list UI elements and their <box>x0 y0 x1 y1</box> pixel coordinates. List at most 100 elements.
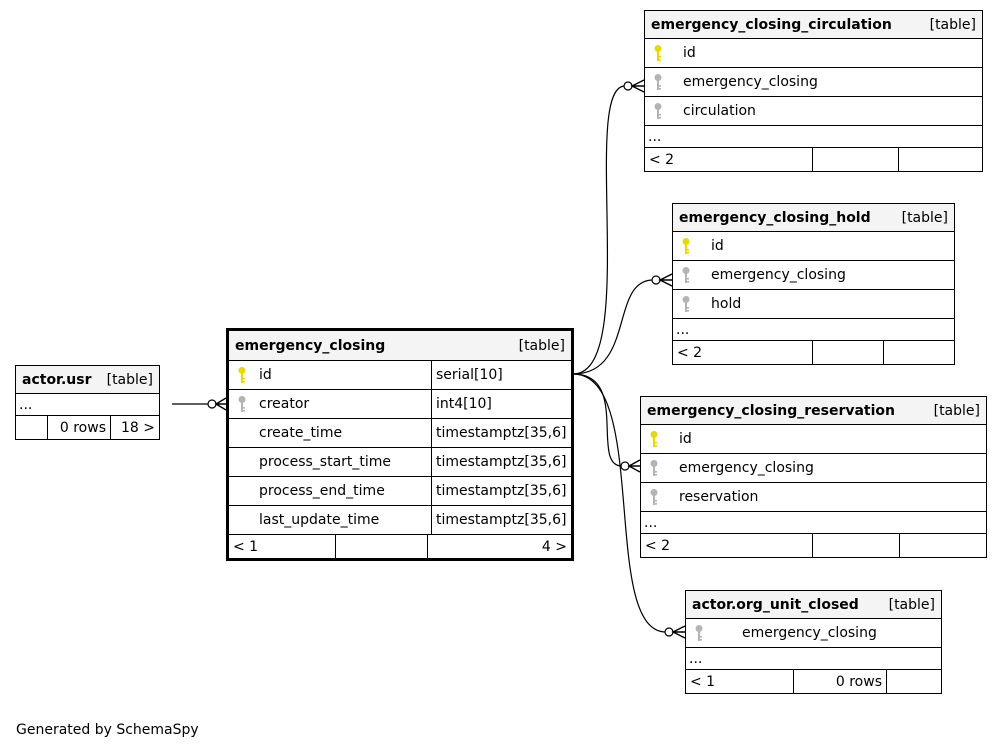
column-name: reservation <box>679 489 759 505</box>
column-name: id <box>711 238 724 254</box>
primary-key-icon <box>229 366 255 384</box>
footer-parents: < 2 <box>649 151 675 168</box>
crowfoot-marker <box>630 79 645 93</box>
column-row[interactable]: id <box>641 425 986 454</box>
table-kind: [table] <box>106 371 153 388</box>
more-columns: ... <box>645 126 982 148</box>
footer-row-count <box>335 535 427 558</box>
footer-row-count <box>812 148 898 171</box>
table-emergency-closing-circulation[interactable]: emergency_closing_circulation [table] id… <box>644 10 983 172</box>
table-kind: [table] <box>929 16 976 33</box>
foreign-key-icon <box>686 624 712 642</box>
column-name: emergency_closing <box>742 625 877 641</box>
table-header: actor.org_unit_closed [table] <box>686 591 941 619</box>
footer-parents: < 2 <box>677 344 703 361</box>
primary-key-icon <box>641 430 667 448</box>
table-header: emergency_closing_circulation [table] <box>645 11 982 39</box>
more-columns: ... <box>686 648 941 670</box>
footer-parents: < 1 <box>690 673 716 690</box>
footer-row-count <box>812 341 883 364</box>
table-footer: < 1 4 > <box>229 535 571 558</box>
column-row[interactable]: reservation <box>641 483 986 512</box>
column-name: emergency_closing <box>711 267 846 283</box>
edge-to-hold <box>572 279 654 375</box>
column-row[interactable]: emergency_closing <box>673 261 954 290</box>
table-emergency-closing-hold[interactable]: emergency_closing_hold [table] id emergen… <box>672 203 955 365</box>
table-header: emergency_closing [table] <box>229 331 571 361</box>
column-row[interactable]: emergency_closing <box>686 619 941 648</box>
crowfoot-marker <box>214 397 227 411</box>
more-columns: ... <box>673 319 954 341</box>
footer-parents <box>16 416 47 439</box>
column-row[interactable]: emergency_closing <box>641 454 986 483</box>
crowfoot-marker <box>671 625 686 639</box>
column-row[interactable]: emergency_closing <box>645 68 982 97</box>
foreign-key-icon <box>641 459 667 477</box>
table-header: actor.usr [table] <box>16 366 159 394</box>
column-type: serial[10] <box>436 367 503 383</box>
primary-key-icon <box>645 44 671 62</box>
column-name: id <box>255 361 432 389</box>
column-name: hold <box>711 296 742 312</box>
more-columns: ... <box>16 394 159 416</box>
table-footer: < 2 <box>645 148 982 171</box>
edge-to-org-unit-closed <box>572 373 667 633</box>
table-name: emergency_closing <box>235 337 386 354</box>
foreign-key-icon <box>673 295 699 313</box>
footer-row-count: 0 rows <box>47 416 110 439</box>
table-emergency-closing-reservation[interactable]: emergency_closing_reservation [table] id… <box>640 396 987 558</box>
column-name: id <box>679 431 692 447</box>
foreign-key-icon <box>229 395 255 413</box>
footer-children <box>899 534 986 557</box>
column-name: process_end_time <box>255 477 432 505</box>
table-footer: < 2 <box>641 534 986 557</box>
table-kind: [table] <box>933 402 980 419</box>
table-actor-usr[interactable]: actor.usr [table] ... 0 rows 18 > <box>15 365 160 440</box>
column-name: creator <box>255 390 432 418</box>
footer-children <box>898 148 982 171</box>
table-footer: < 1 0 rows <box>686 670 941 693</box>
table-footer: 0 rows 18 > <box>16 416 159 439</box>
footer-row-count: 0 rows <box>793 670 886 693</box>
table-name: emergency_closing_reservation <box>647 402 896 419</box>
column-row[interactable]: hold <box>673 290 954 319</box>
column-name: last_update_time <box>255 506 432 534</box>
table-kind: [table] <box>901 209 948 226</box>
footer-parents: < 2 <box>645 537 671 554</box>
column-name: emergency_closing <box>683 74 818 90</box>
column-row[interactable]: circulation <box>645 97 982 126</box>
foreign-key-icon <box>645 73 671 91</box>
table-name: actor.usr <box>22 371 92 388</box>
foreign-key-icon <box>641 488 667 506</box>
table-kind: [table] <box>888 596 935 613</box>
footer-children <box>883 341 954 364</box>
column-row[interactable]: id <box>645 39 982 68</box>
footer-row-count <box>812 534 899 557</box>
table-header: emergency_closing_hold [table] <box>673 204 954 232</box>
more-columns: ... <box>641 512 986 534</box>
footer-children: 4 > <box>427 535 571 558</box>
foreign-key-icon <box>673 266 699 284</box>
column-name: circulation <box>683 103 756 119</box>
column-type: timestamptz[35,6] <box>436 512 567 528</box>
footer-children <box>886 670 941 693</box>
column-type: int4[10] <box>436 396 492 412</box>
primary-key-icon <box>673 237 699 255</box>
table-header: emergency_closing_reservation [table] <box>641 397 986 425</box>
column-row[interactable]: id <box>673 232 954 261</box>
table-name: emergency_closing_hold <box>679 209 871 226</box>
crowfoot-marker <box>627 459 641 473</box>
column-name: id <box>683 45 696 61</box>
table-actor-org-unit-closed[interactable]: actor.org_unit_closed [table] emergency_… <box>685 590 942 694</box>
foreign-key-icon <box>645 102 671 120</box>
column-name: create_time <box>255 419 432 447</box>
table-kind: [table] <box>518 337 565 354</box>
